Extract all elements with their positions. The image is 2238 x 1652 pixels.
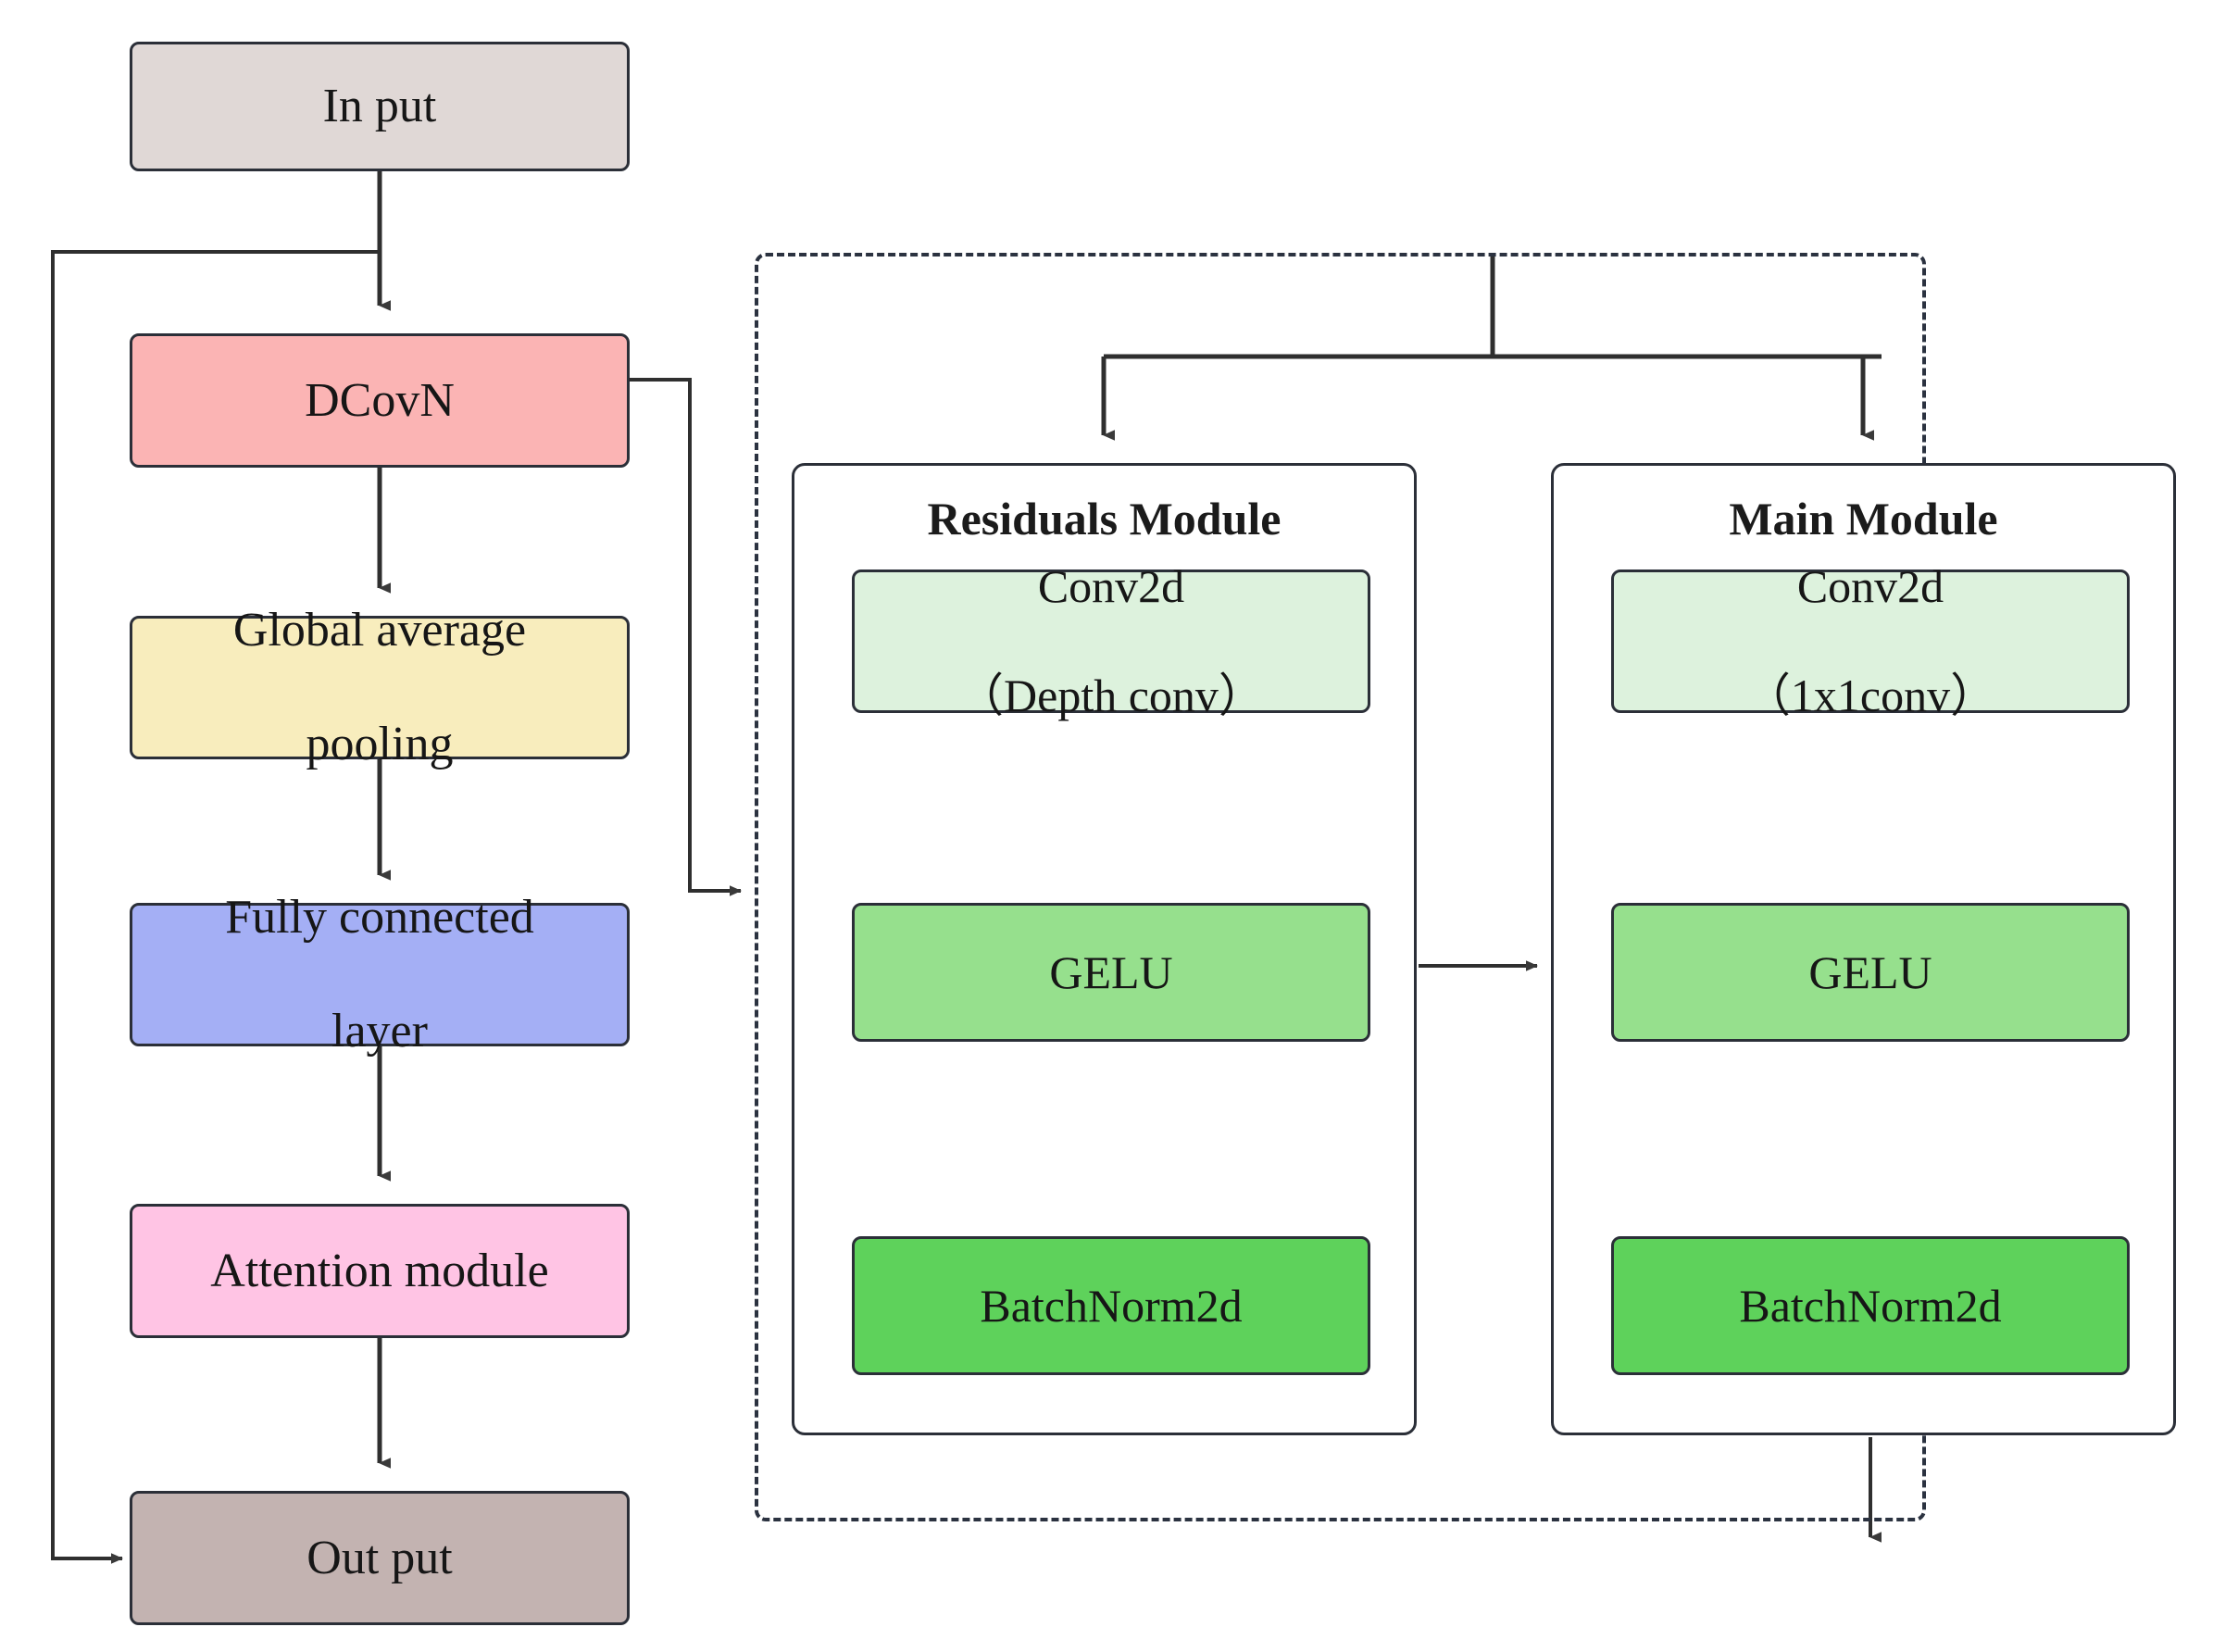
node-gap-label-line1: Global average — [232, 604, 527, 657]
node-main-gelu[interactable]: GELU — [1611, 903, 2130, 1042]
node-input-label: In put — [322, 80, 437, 133]
node-output[interactable]: Out put — [130, 1491, 630, 1625]
node-main-batchnorm2d-label: BatchNorm2d — [1739, 1279, 2002, 1332]
node-fc-label-line1: Fully connected — [225, 891, 534, 945]
node-residuals-conv2d-label: Conv2d （Depth conv） — [855, 559, 1368, 723]
node-main-batchnorm2d[interactable]: BatchNorm2d — [1611, 1236, 2130, 1375]
node-gap-label: Global average pooling — [132, 602, 627, 772]
node-gap-label-line2: pooling — [306, 718, 454, 771]
node-attention-module[interactable]: Attention module — [130, 1204, 630, 1338]
node-fc-label: Fully connected layer — [132, 889, 627, 1059]
node-residuals-batchnorm2d[interactable]: BatchNorm2d — [852, 1236, 1370, 1375]
node-residuals-conv2d[interactable]: Conv2d （Depth conv） — [852, 560, 1370, 721]
node-main-gelu-label: GELU — [1808, 945, 1932, 998]
node-attention-label: Attention module — [210, 1244, 549, 1297]
node-dcovn-label: DCovN — [305, 373, 455, 427]
node-main-conv2d-line1: Conv2d — [1796, 560, 1944, 612]
node-main-conv2d-line2: （1x1conv） — [1744, 670, 1997, 721]
main-module-title: Main Module — [1729, 493, 1998, 544]
node-main-conv2d-label: Conv2d （1x1conv） — [1614, 559, 2127, 723]
node-residuals-conv2d-line2: （Depth conv） — [957, 670, 1265, 721]
node-dcovn[interactable]: DCovN — [130, 333, 630, 468]
node-output-label: Out put — [306, 1531, 453, 1584]
node-global-average-pooling[interactable]: Global average pooling — [130, 604, 630, 770]
node-main-conv2d[interactable]: Conv2d （1x1conv） — [1611, 560, 2130, 721]
node-fully-connected-layer[interactable]: Fully connected layer — [130, 891, 630, 1058]
node-residuals-batchnorm2d-label: BatchNorm2d — [980, 1279, 1243, 1332]
node-residuals-gelu[interactable]: GELU — [852, 903, 1370, 1042]
node-residuals-gelu-label: GELU — [1049, 945, 1173, 998]
node-residuals-conv2d-line1: Conv2d — [1037, 560, 1185, 612]
node-input[interactable]: In put — [130, 42, 630, 171]
node-fc-label-line2: layer — [331, 1005, 428, 1058]
residuals-module-title: Residuals Module — [927, 493, 1282, 544]
arrow-dcovn-to-expansion-panel — [630, 378, 742, 896]
